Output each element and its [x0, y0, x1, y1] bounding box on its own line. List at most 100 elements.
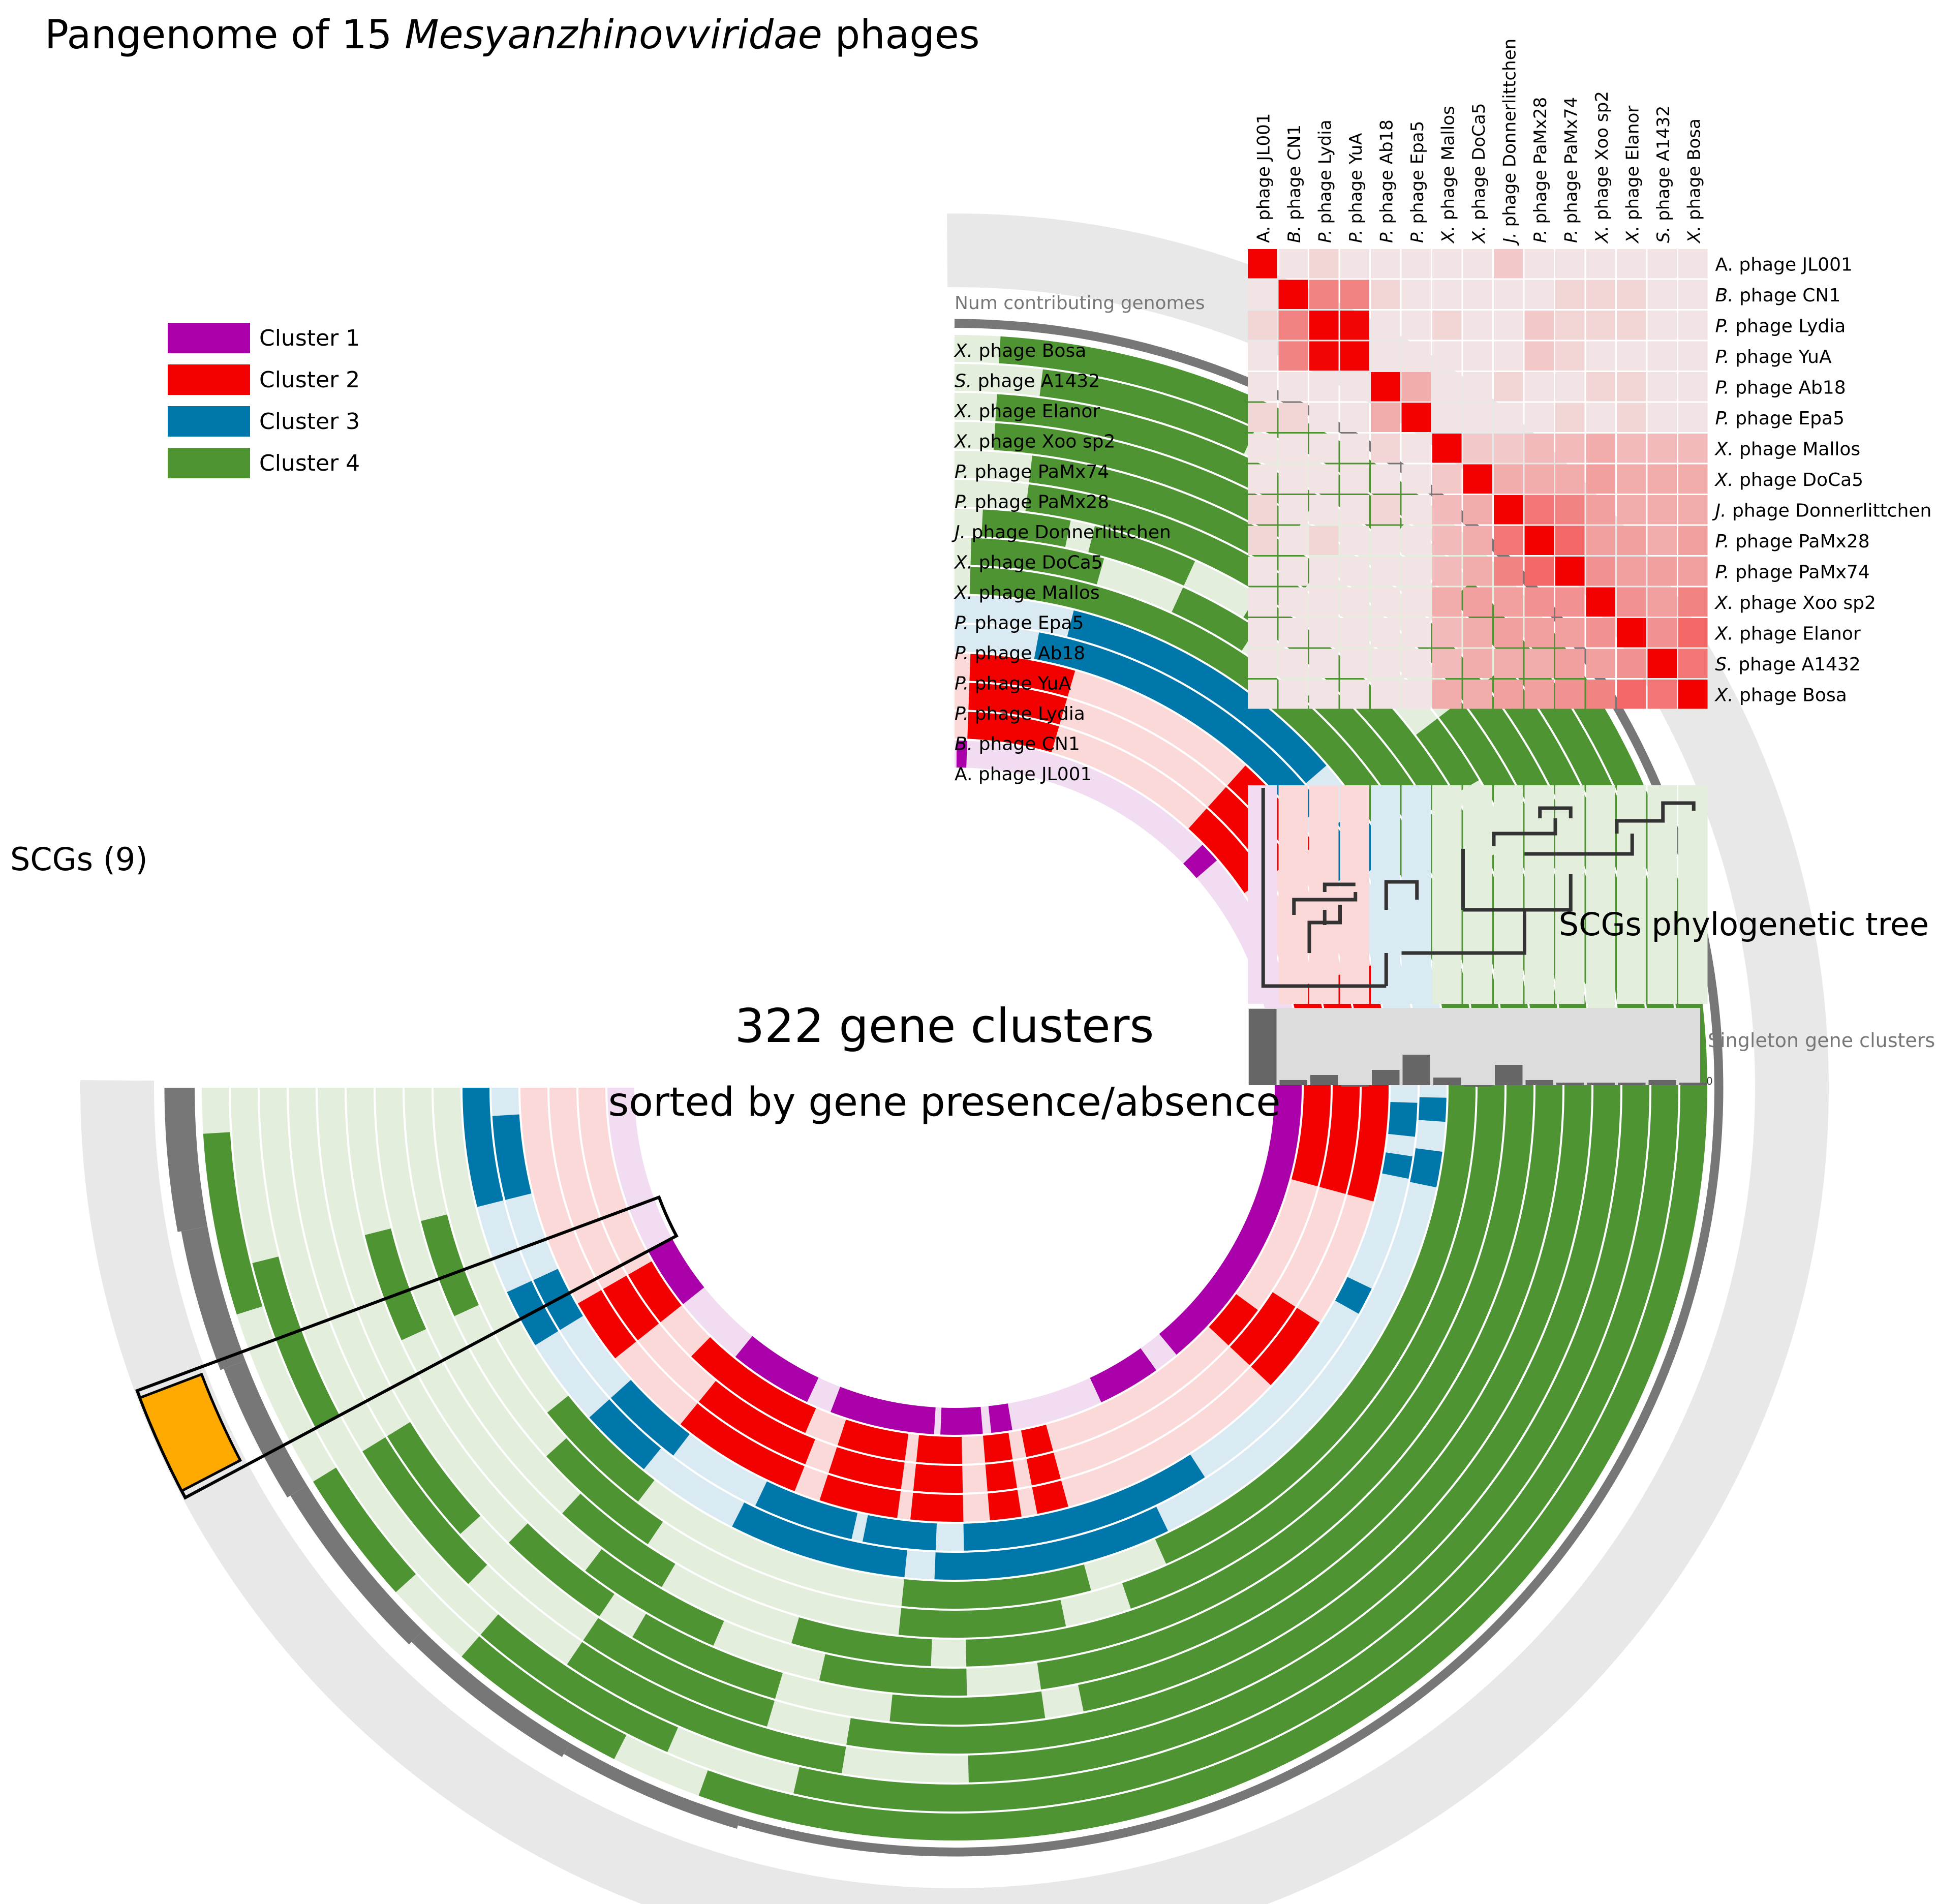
heatmap-cell — [1340, 526, 1369, 555]
gene-cluster-arc — [680, 1403, 805, 1491]
heatmap-cell — [1248, 280, 1277, 309]
center-title: 322 gene clusters — [735, 999, 1154, 1053]
ring-label: P. phage Ab18 — [955, 643, 1085, 664]
heatmap-cell — [1586, 557, 1615, 586]
heatmap-column-label: P. phage PaMx28 — [1530, 97, 1551, 243]
heatmap-cell — [1401, 526, 1431, 555]
heatmap-cell — [1647, 649, 1677, 678]
heatmap-cell — [1278, 495, 1308, 525]
heatmap-cell — [1555, 495, 1585, 525]
heatmap-row-label: P. phage Lydia — [1715, 316, 1846, 336]
ring-labels: Num contributing genomes X. phage BosaS.… — [951, 293, 1205, 785]
gene-cluster-arc — [1026, 1452, 1061, 1486]
legend-swatch — [168, 448, 250, 478]
heatmap-cell — [1463, 526, 1492, 555]
heatmap-cell — [1647, 249, 1677, 279]
tree-column-background — [1678, 785, 1708, 1004]
singleton-label: Singleton gene clusters — [1708, 1029, 1935, 1052]
heatmap-cell — [1617, 618, 1646, 648]
tree-label: SCGs phylogenetic tree — [1559, 906, 1929, 943]
gene-cluster-arc — [819, 1654, 967, 1696]
heatmap-cell — [1463, 249, 1492, 279]
gene-cluster-arc — [1029, 455, 1320, 589]
ring-label: P. phage PaMx74 — [955, 462, 1109, 482]
heatmap-cell — [1248, 649, 1277, 678]
tree-branch — [1384, 880, 1419, 910]
heatmap-cell — [1278, 434, 1308, 463]
heatmap-cell — [1494, 587, 1523, 617]
gene-cluster-arc — [691, 1337, 816, 1433]
heatmap-column-label: X. phage DoCa5 — [1469, 103, 1489, 244]
tree-column-background — [1617, 785, 1646, 1004]
heatmap-cell — [1586, 587, 1615, 617]
gene-cluster-arc — [1410, 1148, 1442, 1188]
tree-branch — [1307, 905, 1342, 953]
singleton-bar — [1249, 1009, 1277, 1085]
gene-cluster-arc — [968, 665, 1650, 1783]
heatmap-cell — [1463, 311, 1492, 340]
gene-cluster-arc — [562, 1493, 675, 1587]
heatmap-cell — [1340, 249, 1369, 279]
heatmap-cell — [1494, 649, 1523, 678]
heatmap-cell — [1432, 587, 1462, 617]
heatmap-cell — [1647, 495, 1677, 525]
gene-cluster-arc — [480, 1614, 679, 1753]
heatmap-cell — [1340, 618, 1369, 648]
tree-branch — [1323, 882, 1356, 892]
heatmap-column-label: B. phage CN1 — [1284, 125, 1305, 243]
heatmap-cell — [1617, 434, 1646, 463]
heatmap-cell — [1401, 403, 1431, 432]
heatmap-cell — [1309, 618, 1339, 648]
heatmap-cell — [1555, 680, 1585, 709]
heatmap-cell — [1647, 587, 1677, 617]
num-contributing-genomes-bars — [164, 319, 1724, 1857]
contributing-genomes-bar — [181, 1226, 245, 1370]
contributing-genomes-bar — [290, 1485, 423, 1645]
gene-cluster-arc — [1039, 369, 1255, 454]
heatmap-cell — [1555, 557, 1585, 586]
heatmap-cell — [1371, 249, 1400, 279]
heatmap-cell — [1340, 495, 1369, 525]
tree-column-background — [1463, 785, 1492, 1004]
heatmap-cell — [1340, 680, 1369, 709]
heatmap-cell — [1463, 341, 1492, 371]
gene-cluster-arc — [981, 509, 1071, 547]
heatmap-cell — [1555, 341, 1585, 371]
singleton-bar — [1679, 1083, 1707, 1085]
ring-label: J. phage Donnerlittchen — [951, 522, 1171, 543]
heatmap-cell — [1678, 649, 1708, 678]
heatmap-cell — [1586, 341, 1615, 371]
gene-cluster-arc — [585, 1549, 724, 1646]
gene-cluster-arc — [362, 1437, 487, 1584]
contributing-genomes-bar — [411, 1630, 570, 1757]
heatmap-cell — [1432, 341, 1462, 371]
heatmap-cell — [1617, 249, 1646, 279]
heatmap-cell — [1678, 403, 1708, 432]
heatmap-cell — [1432, 680, 1462, 709]
heatmap-cell — [1494, 403, 1523, 432]
gene-cluster-arc — [462, 1636, 627, 1759]
heatmap-cell — [1309, 680, 1339, 709]
gene-cluster-arc — [313, 1467, 416, 1592]
heatmap-cell — [1309, 341, 1339, 371]
heatmap-cell — [1309, 280, 1339, 309]
heatmap-cell — [1309, 495, 1339, 525]
heatmap-cell — [1524, 680, 1554, 709]
singleton-bar — [1587, 1083, 1615, 1085]
heatmap-cell — [1248, 618, 1277, 648]
contributing-genomes-bar — [564, 1743, 741, 1829]
gene-cluster-arc — [988, 1490, 1022, 1521]
heatmap-cell — [1494, 434, 1523, 463]
tree-column-background — [1278, 785, 1308, 1004]
ring-label: X. phage Elanor — [954, 401, 1100, 422]
heatmap-cell — [1617, 587, 1646, 617]
gene-cluster-arc — [509, 1523, 614, 1617]
gene-cluster-arc — [546, 1438, 663, 1545]
gene-cluster-arc — [934, 1507, 1168, 1580]
gene-cluster-arc — [970, 538, 1104, 585]
heatmap-cell — [1524, 341, 1554, 371]
gene-cluster-arc — [1088, 526, 1195, 586]
heatmap-cell — [1524, 464, 1554, 494]
